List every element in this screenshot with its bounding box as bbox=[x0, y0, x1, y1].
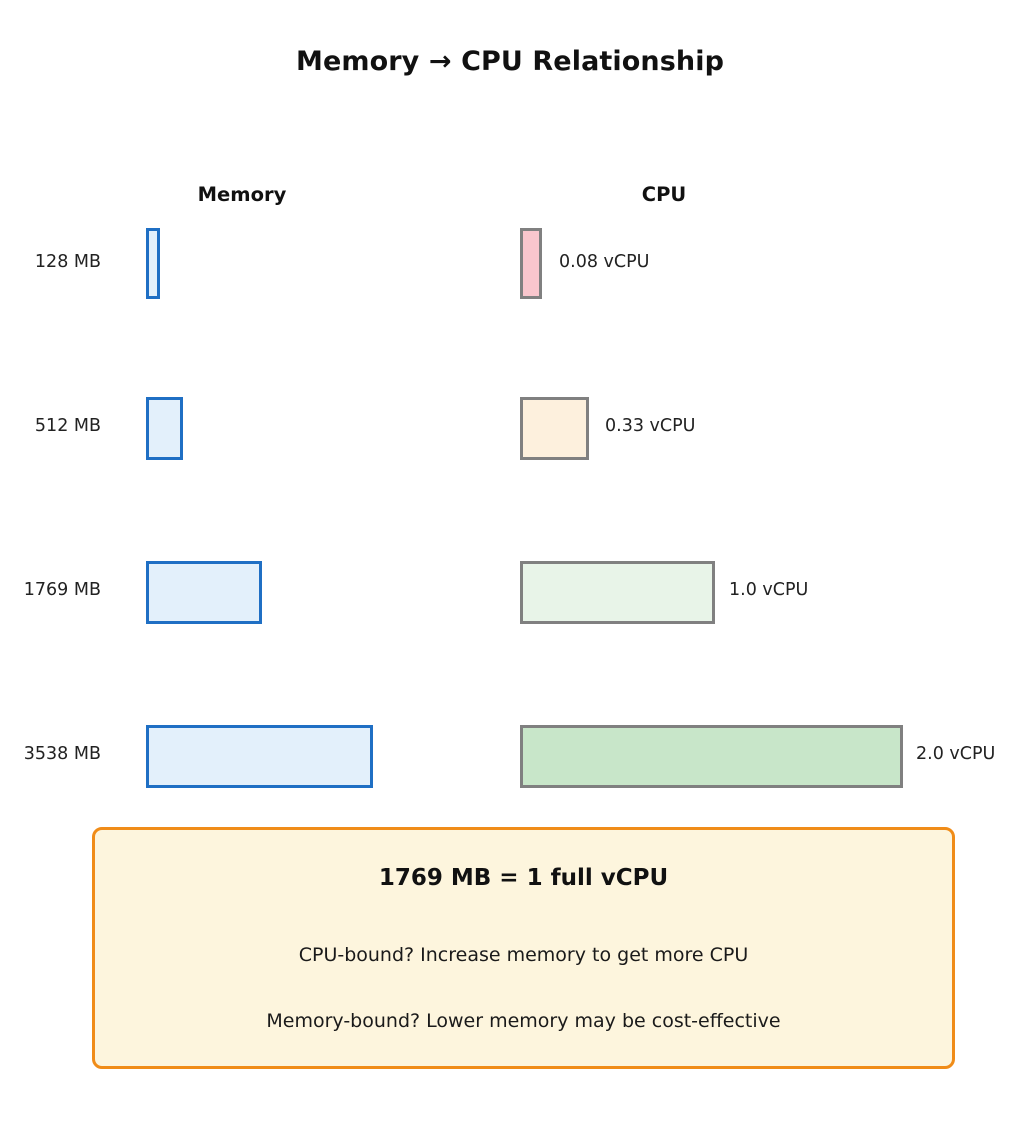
memory-row-label: 512 MB bbox=[34, 416, 101, 436]
cpu-bar bbox=[520, 397, 589, 460]
callout-line-cpu-bound: CPU-bound? Increase memory to get more C… bbox=[298, 944, 749, 966]
cpu-row-label: 1.0 vCPU bbox=[729, 580, 809, 600]
column-header-memory: Memory bbox=[197, 183, 287, 206]
page-title: Memory → CPU Relationship bbox=[295, 46, 724, 77]
memory-bar bbox=[146, 561, 262, 624]
memory-row-label: 3538 MB bbox=[23, 744, 101, 764]
cpu-row-label: 2.0 vCPU bbox=[916, 744, 996, 764]
callout-title: 1769 MB = 1 full vCPU bbox=[378, 865, 669, 891]
cpu-bar bbox=[520, 561, 715, 624]
cpu-row-label: 0.33 vCPU bbox=[605, 416, 696, 436]
cpu-row-label: 0.08 vCPU bbox=[559, 252, 650, 272]
memory-bar bbox=[146, 397, 183, 460]
summary-callout: 1769 MB = 1 full vCPU CPU-bound? Increas… bbox=[92, 827, 955, 1069]
memory-bar bbox=[146, 725, 373, 788]
cpu-bar bbox=[520, 228, 542, 299]
cpu-bar bbox=[520, 725, 903, 788]
memory-row-label: 128 MB bbox=[34, 252, 101, 272]
callout-line-memory-bound: Memory-bound? Lower memory may be cost-e… bbox=[266, 1010, 781, 1032]
memory-row-label: 1769 MB bbox=[23, 580, 101, 600]
memory-bar bbox=[146, 228, 160, 299]
column-header-cpu: CPU bbox=[641, 183, 687, 206]
